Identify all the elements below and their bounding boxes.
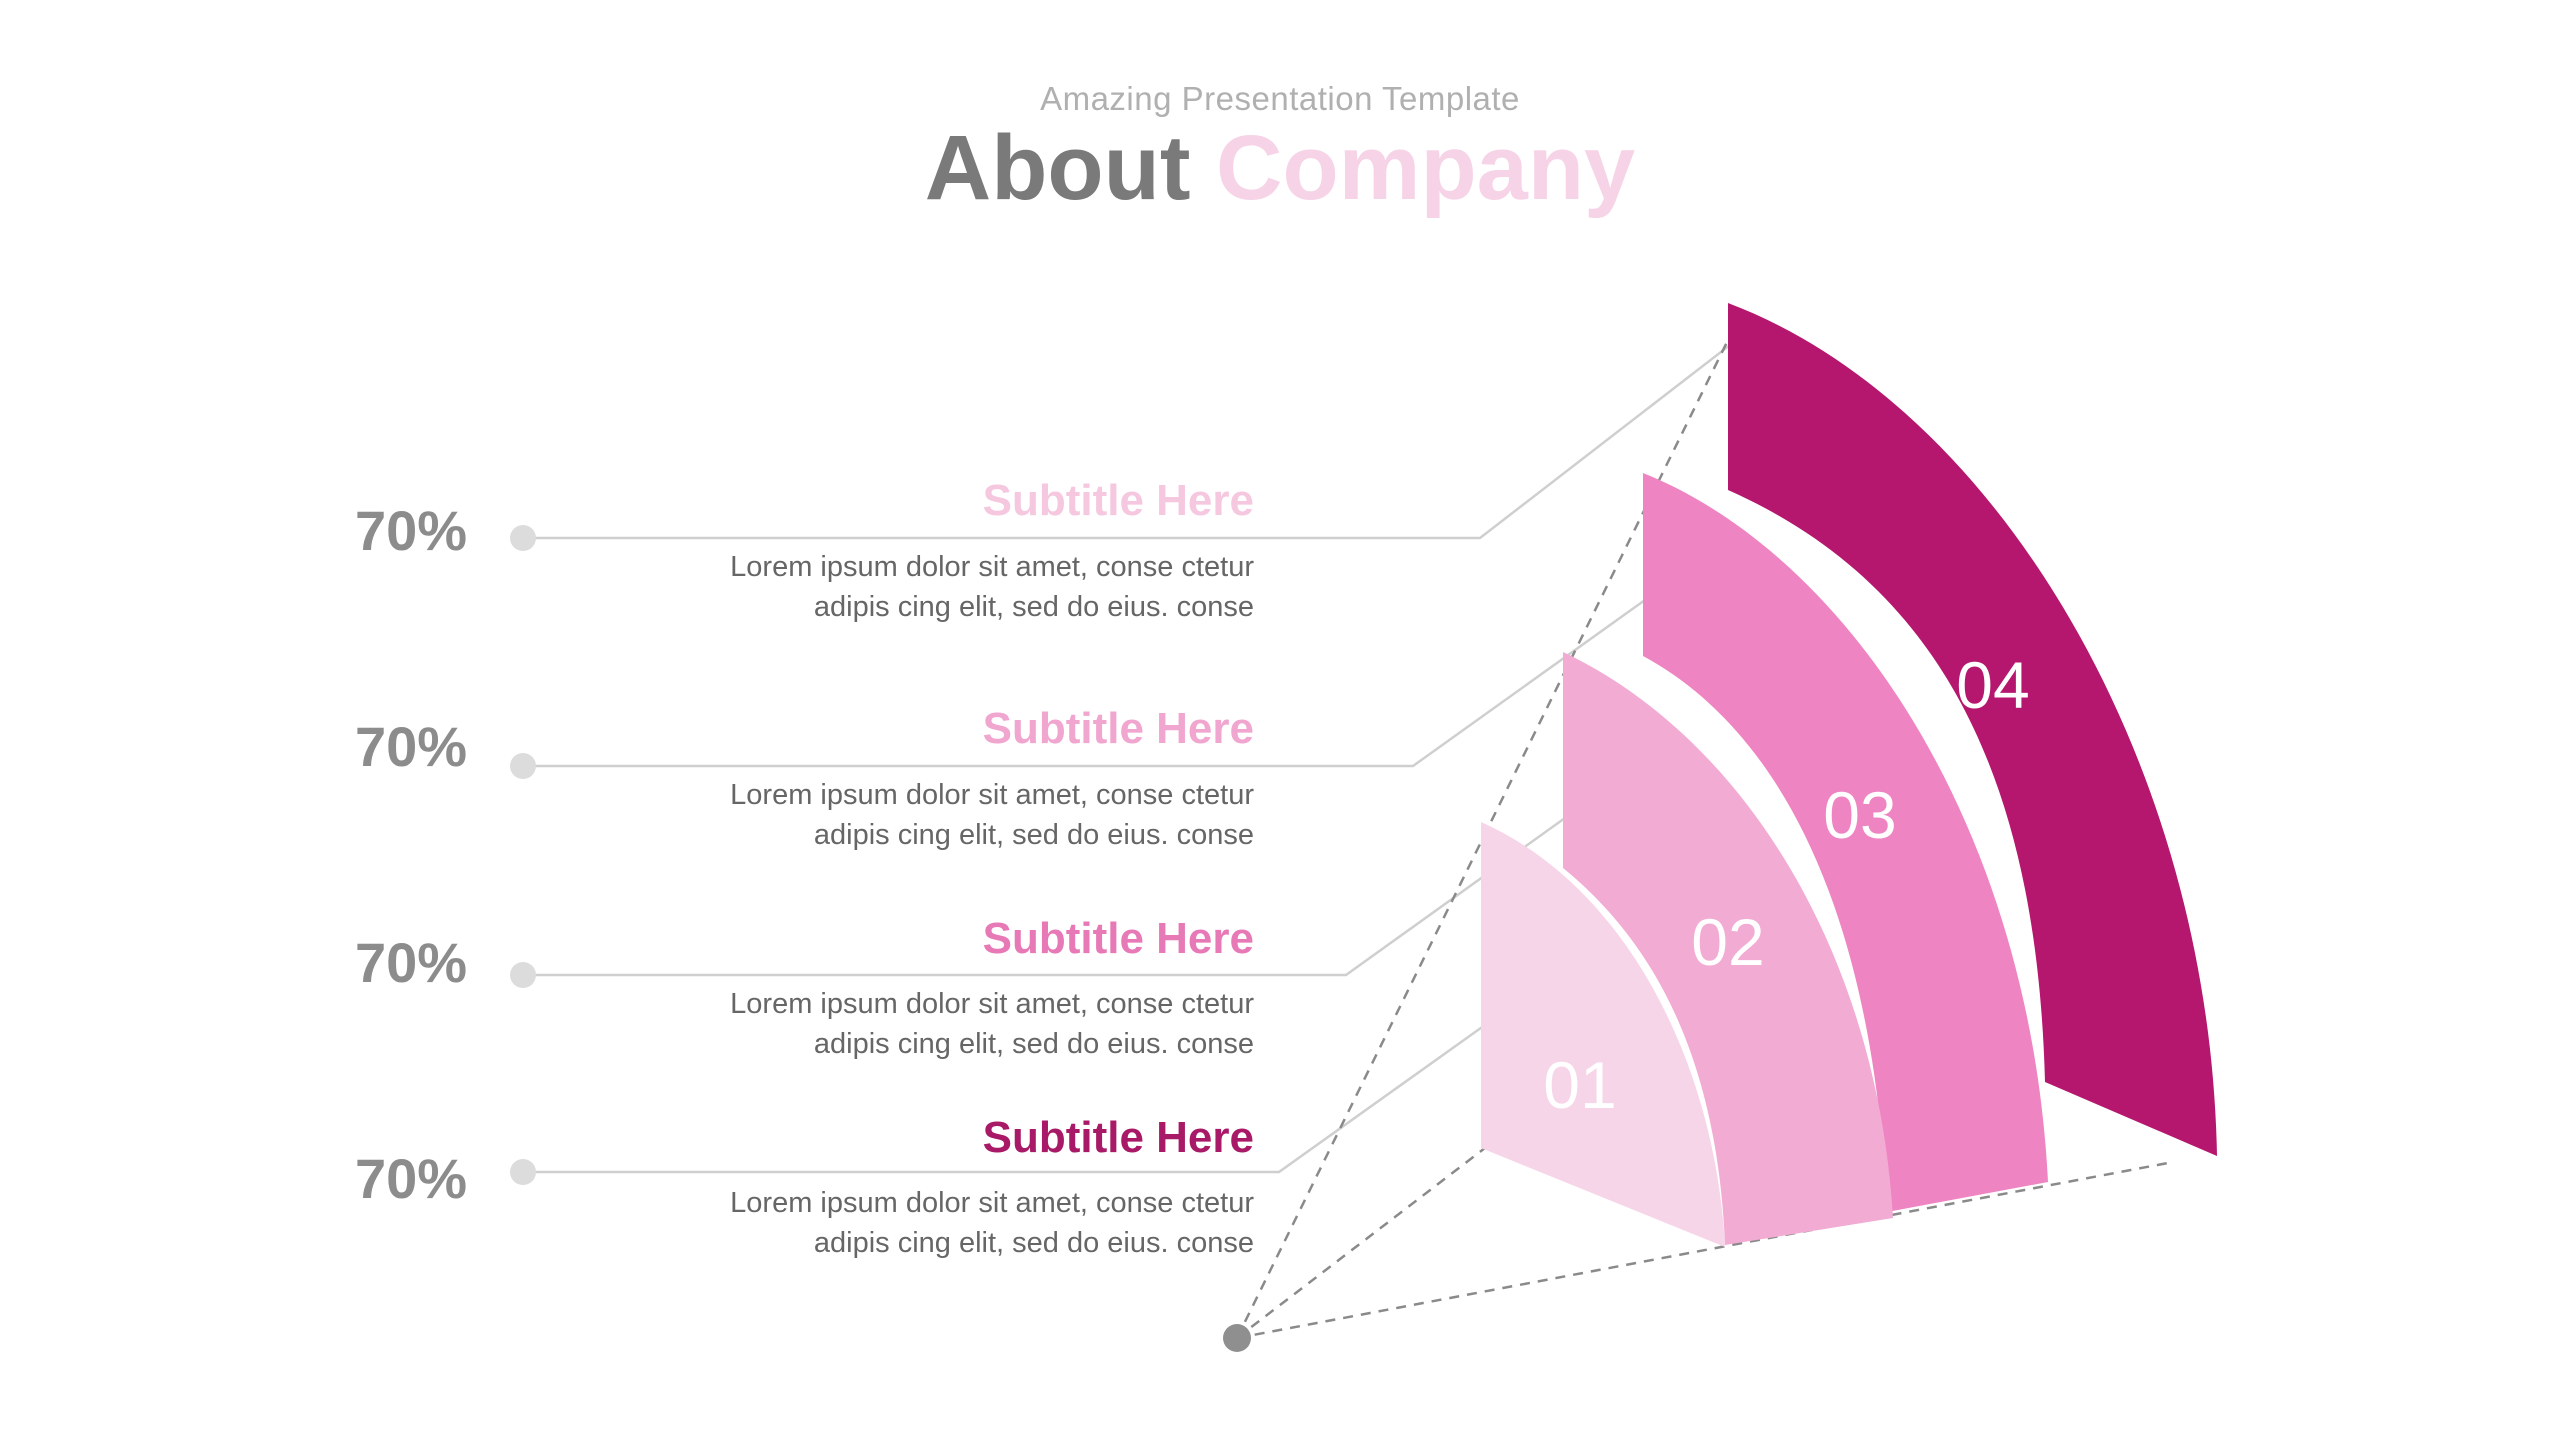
percent-label-4: 70% xyxy=(355,1147,468,1210)
guide-line-bottom xyxy=(1236,1161,2169,1340)
item-description-line: adipis cing elit, sed do eius. conse xyxy=(813,1227,1254,1259)
item-description-4: Lorem ipsum dolor sit amet, conse ctetur… xyxy=(554,1183,1254,1263)
segment-label-03: 03 xyxy=(1823,778,1896,852)
connector-line-4 xyxy=(532,1023,1486,1174)
percent-label-2: 70% xyxy=(355,715,468,778)
segment-04 xyxy=(1728,303,2217,1156)
header: Amazing Presentation Template About Comp… xyxy=(0,80,2560,217)
item-subtitle-2: Subtitle Here xyxy=(982,704,1254,753)
percent-label-1: 70% xyxy=(355,499,468,562)
connector-line-1 xyxy=(532,344,1731,540)
item-description-line: Lorem ipsum dolor sit amet, conse ctetur xyxy=(730,988,1254,1020)
percent-label-3: 70% xyxy=(355,931,468,994)
segment-label-01: 01 xyxy=(1543,1048,1616,1122)
origin-dot xyxy=(1223,1324,1251,1352)
item-description-line: Lorem ipsum dolor sit amet, conse ctetur xyxy=(730,1187,1254,1219)
title-word-about: About xyxy=(924,117,1191,219)
page-title: About Company xyxy=(0,120,2560,217)
segment-label-02: 02 xyxy=(1691,905,1764,979)
item-description-line: adipis cing elit, sed do eius. conse xyxy=(813,1028,1254,1060)
pretitle: Amazing Presentation Template xyxy=(1040,80,1520,117)
segment-01 xyxy=(1481,822,1725,1247)
bullet-dot-2 xyxy=(510,753,536,779)
item-description-line: Lorem ipsum dolor sit amet, conse ctetur xyxy=(730,779,1254,811)
item-description-line: adipis cing elit, sed do eius. conse xyxy=(813,819,1254,851)
item-description-3: Lorem ipsum dolor sit amet, conse ctetur… xyxy=(554,984,1254,1064)
item-description-1: Lorem ipsum dolor sit amet, conse ctetur… xyxy=(554,547,1254,627)
item-description-2: Lorem ipsum dolor sit amet, conse ctetur… xyxy=(554,775,1254,855)
bullet-dot-3 xyxy=(510,962,536,988)
segment-03 xyxy=(1643,473,2048,1212)
item-subtitle-4: Subtitle Here xyxy=(982,1113,1254,1162)
guide-line-middle xyxy=(1236,1147,1486,1339)
title-word-company: Company xyxy=(1216,117,1636,219)
bullet-dot-1 xyxy=(510,525,536,551)
segment-label-04: 04 xyxy=(1956,648,2029,722)
item-subtitle-1: Subtitle Here xyxy=(982,476,1254,525)
segment-02 xyxy=(1563,652,1893,1245)
bullet-dot-4 xyxy=(510,1159,536,1185)
item-description-line: adipis cing elit, sed do eius. conse xyxy=(813,591,1254,623)
item-description-line: Lorem ipsum dolor sit amet, conse ctetur xyxy=(730,551,1254,583)
item-subtitle-3: Subtitle Here xyxy=(982,914,1254,963)
